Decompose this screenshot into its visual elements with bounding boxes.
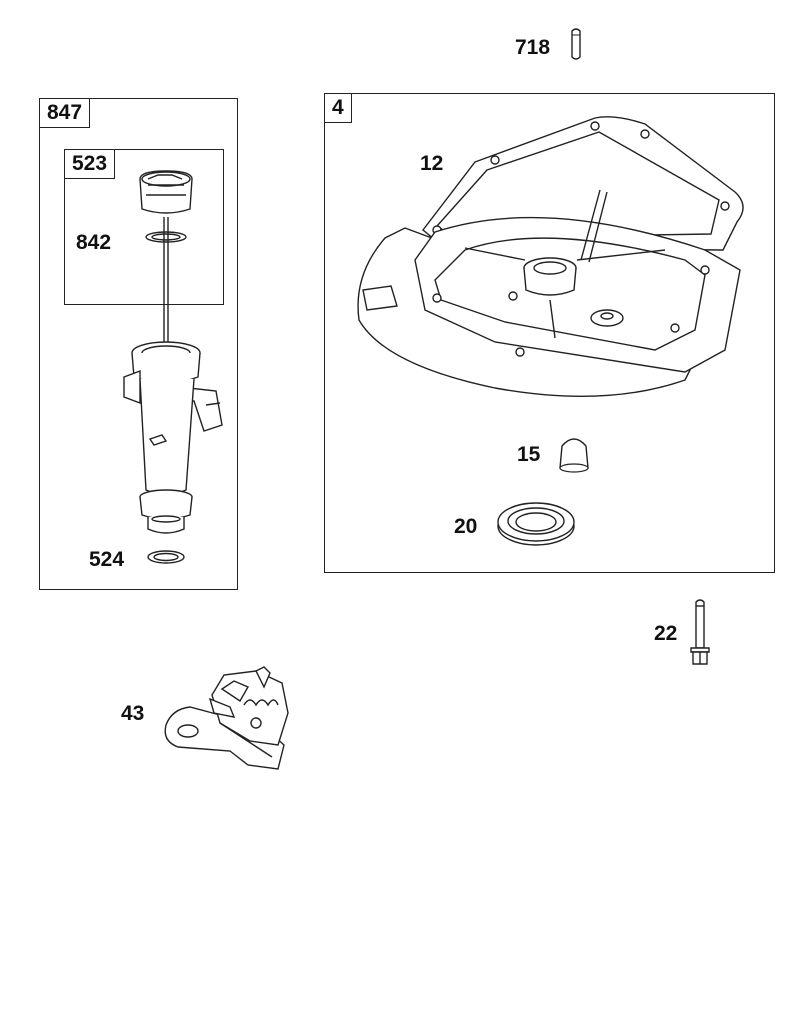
flange-bolt-22-drawing — [688, 598, 712, 668]
assembly-box-4: 4 — [324, 93, 775, 573]
label-12: 12 — [420, 152, 444, 175]
label-20: 20 — [454, 515, 478, 538]
dipstick-tube-drawing — [110, 165, 230, 575]
label-524: 524 — [89, 548, 125, 571]
box-tag-4: 4 — [325, 94, 352, 123]
cap-15-drawing — [556, 432, 592, 474]
label-718: 718 — [515, 36, 551, 59]
assembly-box-847: 847 — [39, 98, 238, 590]
assembly-box-523: 523 — [64, 149, 224, 305]
box-tag-847: 847 — [40, 99, 91, 128]
dowel-pin-718-drawing — [568, 26, 584, 62]
sump-gasket-drawing — [345, 110, 755, 420]
control-bracket-43-drawing — [160, 665, 300, 775]
oil-seal-20-drawing — [494, 496, 578, 552]
label-15: 15 — [517, 443, 541, 466]
box-tag-523: 523 — [65, 150, 116, 179]
label-842: 842 — [76, 231, 112, 254]
label-43: 43 — [121, 702, 145, 725]
label-22: 22 — [654, 622, 678, 645]
